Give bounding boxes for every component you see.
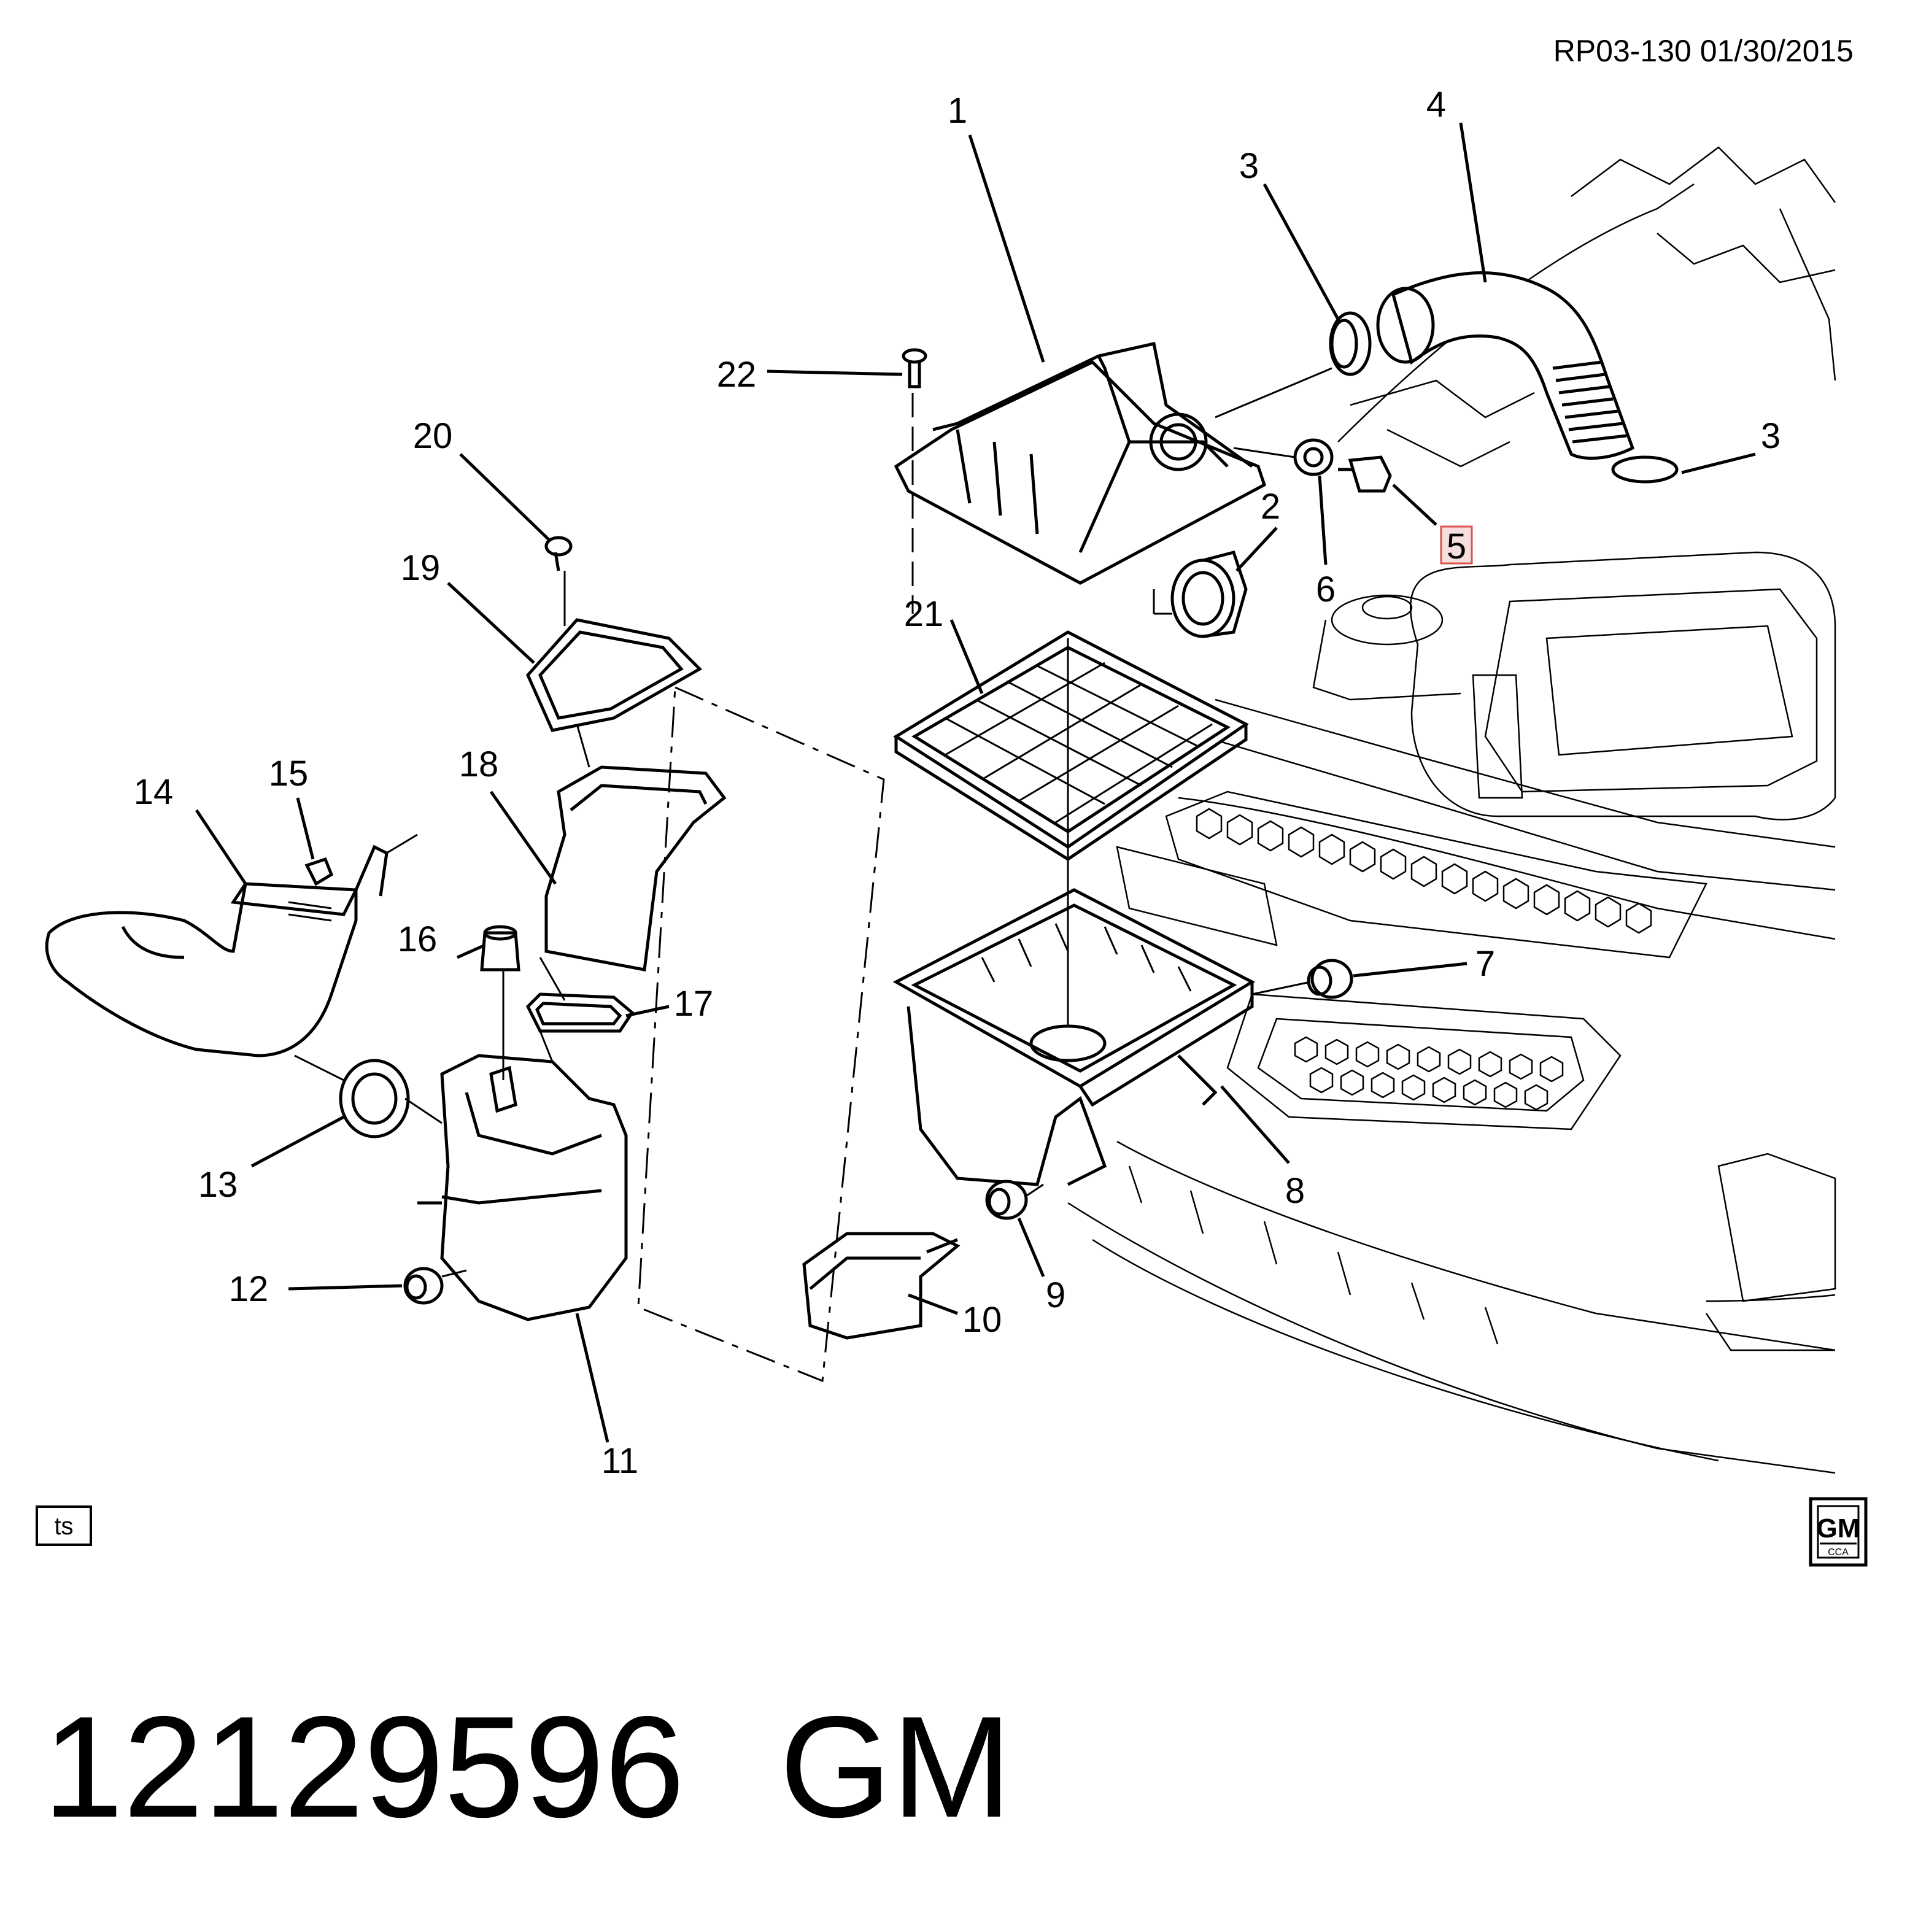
part-maf-sensor — [1154, 550, 1248, 638]
callout-20: 20 — [413, 416, 453, 456]
gm-logo-sub: CCA — [1828, 1547, 1849, 1558]
callout-5: 5 — [1447, 527, 1466, 566]
lower-grille-pattern — [1294, 1036, 1564, 1111]
ts-badge-label: ts — [54, 1513, 73, 1540]
gm-logo-letters: GM — [1817, 1513, 1860, 1544]
part-grommet-6 — [1293, 438, 1334, 476]
callout-7: 7 — [1475, 944, 1495, 984]
part-bolt-15 — [304, 857, 334, 886]
part-intake-duct — [1376, 271, 1635, 460]
part-inlet-duct — [45, 844, 389, 1057]
leader-lines — [195, 122, 1756, 1443]
callout-21: 21 — [904, 594, 944, 634]
callout-11: 11 — [601, 1441, 638, 1481]
part-number: 12129596 — [43, 1686, 685, 1847]
part-grommet-12 — [403, 1267, 444, 1305]
callout-3-upper: 3 — [1239, 146, 1259, 186]
callout-13: 13 — [198, 1165, 238, 1205]
callouts: 1 2 3 3 4 5 6 7 8 9 10 11 12 13 14 15 16… — [134, 85, 1780, 1481]
part-air-cleaner-upper-housing — [894, 342, 1267, 585]
part-duct-18 — [544, 765, 727, 972]
part-seal-13 — [339, 1059, 410, 1138]
callout-5-highlight — [1440, 525, 1473, 565]
callout-9: 9 — [1046, 1275, 1065, 1315]
callout-14: 14 — [134, 772, 174, 812]
part-cap-16 — [480, 925, 520, 972]
callout-22: 22 — [717, 355, 757, 395]
part-air-filter-element — [893, 630, 1249, 861]
part-seal-17 — [525, 992, 635, 1033]
callout-6: 6 — [1316, 570, 1336, 609]
callout-4: 4 — [1426, 85, 1446, 125]
gm-logo: GM CCA — [1809, 1497, 1868, 1567]
callout-18: 18 — [459, 744, 499, 784]
assembly-lines — [294, 367, 1332, 1383]
part-resonator — [417, 1054, 628, 1321]
callout-8: 8 — [1285, 1171, 1305, 1211]
part-bolt-5 — [1338, 455, 1392, 493]
part-screw-22 — [902, 348, 927, 388]
callout-3-lower: 3 — [1761, 416, 1780, 456]
callout-12: 12 — [229, 1269, 269, 1309]
callout-17: 17 — [674, 984, 714, 1024]
callout-1: 1 — [948, 91, 967, 131]
upper-grille-pattern — [1196, 808, 1652, 934]
callout-15: 15 — [269, 754, 309, 794]
part-clamp-lower — [1611, 455, 1679, 484]
brand-name: GM — [779, 1686, 1012, 1847]
diagram-reference: RP03-130 01/30/2015 — [1553, 34, 1854, 68]
vehicle-background — [1067, 146, 1836, 1474]
part-clamp-upper — [1329, 311, 1372, 376]
ts-badge: ts — [36, 1505, 92, 1546]
callout-2: 2 — [1261, 487, 1280, 527]
part-clip-20 — [544, 536, 573, 571]
part-grommet-9 — [985, 1180, 1028, 1220]
part-grommet-7 — [1307, 959, 1353, 999]
callout-16: 16 — [398, 919, 438, 959]
callout-10: 10 — [962, 1300, 1002, 1340]
part-air-cleaner-lower-housing — [892, 888, 1256, 1186]
part-duct-10 — [802, 1232, 961, 1340]
callout-19: 19 — [401, 548, 441, 588]
part-seal-19 — [526, 618, 703, 732]
